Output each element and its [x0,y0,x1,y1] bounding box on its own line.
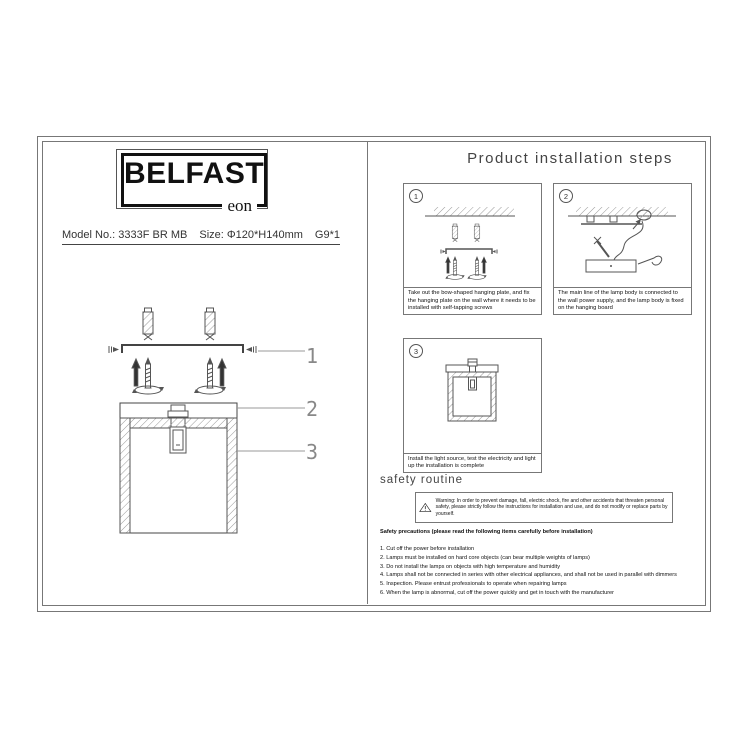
callout-2: 2 [306,397,319,421]
step-2-number: 2 [559,189,573,203]
bulb-spec: G9*1 [314,229,340,241]
callout-1: 1 [306,344,319,368]
step-1-diagram [425,207,515,280]
safety-item: 1. Cut off the power before installation [380,546,475,552]
step-3-diagram [445,358,499,422]
safety-item: 2. Lamps must be installed on hard core … [380,554,590,561]
precautions-intro: Safety precautions (please read the foll… [380,529,593,535]
step-2-caption: The main line of the lamp body is connec… [554,287,691,314]
installation-title: Product installation steps [467,150,673,167]
model-line: Model No.: 3333F BR MB Size: Φ120*H140mm… [62,229,340,245]
safety-heading: safety routine [380,474,464,486]
step-2-diagram [568,207,676,273]
step-3-caption: Install the light source, test the elect… [404,452,541,472]
brand-subname: eon [222,196,257,216]
brand-logo-box: BELFAST eon [121,153,267,216]
safety-item: 5. Inspection. Please entrust profession… [380,581,567,588]
warning-triangle-icon [419,502,432,512]
model-number: Model No.: 3333F BR MB [62,229,188,241]
step-3-number: 3 [409,344,423,358]
brand-logo: BELFAST eon [116,149,268,216]
product-exploded-drawing [108,307,305,534]
step-1-caption: Take out the bow-shaped hanging plate, a… [404,287,541,314]
step-box-3: 3 Install the light source, test the ele… [403,338,542,473]
safety-item: 4. Lamps shall not be connected in serie… [380,572,677,579]
outer-frame [37,136,711,612]
step-box-1: 1 Take out the bow-shaped hanging pla [403,183,542,315]
size-spec: Size: Φ120*H140mm [199,229,303,241]
safety-item: 6. When the lamp is abnormal, cut off th… [380,589,615,596]
safety-item: 3. Do not install the lamps on objects w… [380,563,561,570]
safety-list: 1. Cut off the power before installation… [380,545,702,598]
step-box-2: 2 The main line of the lamp body is c [553,183,692,315]
warning-box: Warning: In order to prevent damage, fal… [415,492,673,523]
step-1-number: 1 [409,189,423,203]
callout-3: 3 [306,440,319,464]
brand-name: BELFAST [124,157,265,190]
warning-text: Warning: In order to prevent damage, fal… [435,498,668,517]
panel-divider [367,142,368,604]
inner-frame [42,141,706,606]
